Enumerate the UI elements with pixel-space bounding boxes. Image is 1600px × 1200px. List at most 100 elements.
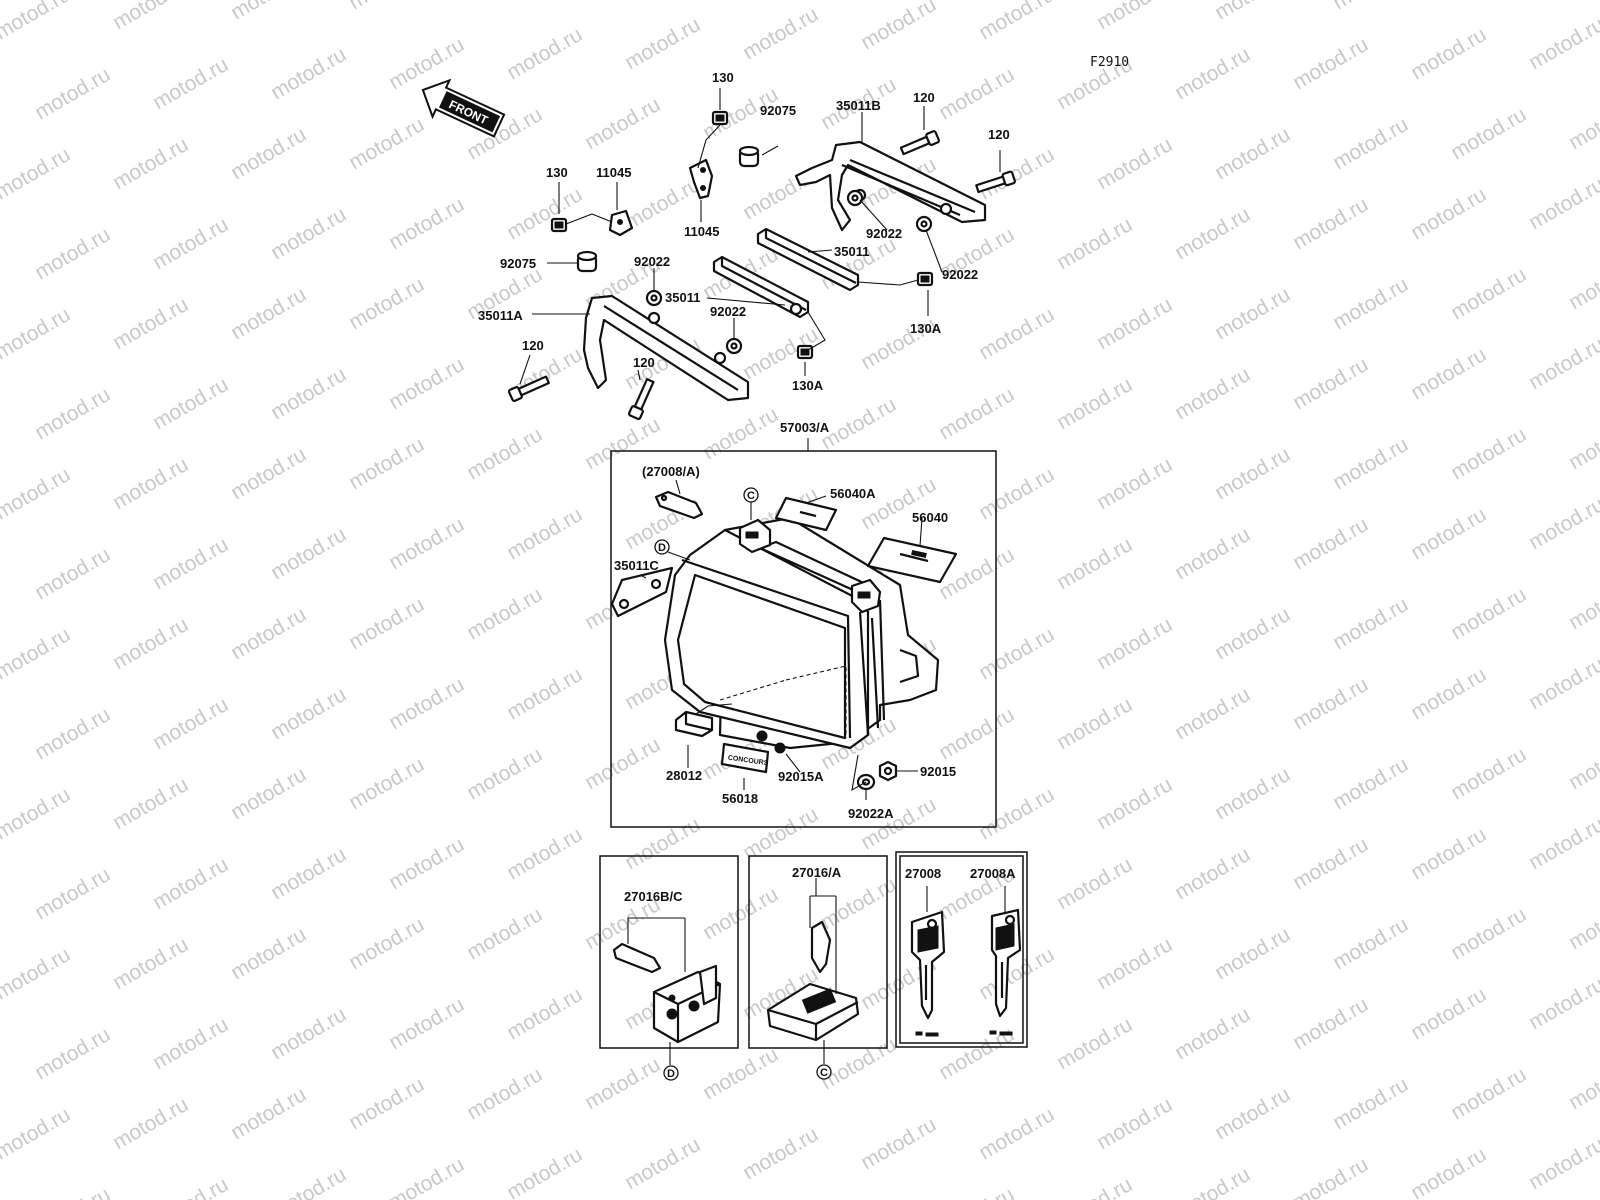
watermark-text: motod.ru [1525,653,1600,714]
callout-d-main: D [654,539,670,555]
watermark-text: motod.ru [227,0,310,24]
watermark-text: motod.ru [975,463,1058,524]
key-code-marks [915,1030,1013,1037]
nut-92015 [878,760,898,782]
watermark-text: motod.ru [1289,833,1372,894]
watermark-text: motod.ru [699,403,782,464]
label-28012: 28012 [666,768,702,783]
label-56040a: 56040A [830,486,876,501]
watermark-text: motod.ru [109,773,192,834]
watermark-text: motod.ru [1211,283,1294,344]
bolt-130a-lower [796,344,814,360]
watermark-text: motod.ru [0,463,74,524]
washer-92022-d [915,215,933,233]
watermark-text: motod.ru [975,1103,1058,1164]
watermark-text: motod.ru [503,663,586,724]
watermark-text: motod.ru [345,433,428,494]
label-92022-a: 92022 [634,254,670,269]
watermark-text: motod.ru [935,383,1018,444]
label-130a-right: 130A [910,321,942,336]
watermark-text: motod.ru [1211,0,1294,24]
watermark-text: motod.ru [31,223,114,284]
svg-text:D: D [667,1068,675,1080]
watermark-text: motod.ru [31,703,114,764]
watermark-text: motod.ru [31,383,114,444]
washer-92022-c [846,189,864,207]
watermark-text: motod.ru [1565,573,1600,634]
label-11045-right: 11045 [684,224,719,239]
watermark-text: motod.ru [0,0,74,44]
watermark-text: motod.ru [227,923,310,984]
bolt-130-upper [711,110,729,126]
watermark-text: motod.ru [1289,353,1372,414]
watermark-text: motod.ru [1565,893,1600,954]
watermark-text: motod.ru [227,763,310,824]
label-27008a-paren: (27008/A) [642,464,700,479]
watermark-text: motod.ru [1053,373,1136,434]
watermark-text: motod.ru [975,143,1058,204]
watermark-text: motod.ru [1093,133,1176,194]
watermark-text: motod.ru [1525,173,1600,234]
key-box-27008 [895,851,1028,1048]
svg-text:D: D [658,542,666,554]
watermark-text: motod.ru [935,1183,1018,1200]
nut-92015a-b [774,742,786,754]
watermark-text: motod.ru [1093,1093,1176,1154]
watermark-text: motod.ru [1525,333,1600,394]
watermark-text: motod.ru [1329,913,1412,974]
svg-text:C: C [820,1067,828,1079]
watermark-text: motod.ru [385,33,468,94]
watermark-text: motod.ru [503,983,586,1044]
watermark-text: motod.ru [739,3,822,64]
key-box-27008-inner [899,855,1024,1044]
watermark-text: motod.ru [1407,663,1490,724]
watermark-text: motod.ru [1525,813,1600,874]
watermark-text: motod.ru [857,1113,940,1174]
watermark-text: motod.ru [267,523,350,584]
watermark-text: motod.ru [267,43,350,104]
watermark-text: motod.ru [1053,693,1136,754]
label-130a-lower: 130A [792,378,824,393]
label-120-d: 120 [633,355,655,370]
watermark-text: motod.ru [1329,593,1412,654]
watermark-text: motod.ru [857,793,940,854]
watermark-text: motod.ru [463,583,546,644]
watermark-text: motod.ru [345,753,428,814]
plate-35011c [610,566,674,618]
watermark-text: motod.ru [1289,673,1372,734]
pannier-case [663,516,940,750]
watermark-text: motod.ru [1447,743,1530,804]
watermark-text: motod.ru [0,943,74,1004]
watermark-text: motod.ru [1211,763,1294,824]
watermark-text: motod.ru [1093,933,1176,994]
label-35011-upper: 35011 [834,244,869,259]
watermark-text: motod.ru [385,833,468,894]
watermark-text: motod.ru [1329,753,1412,814]
watermark-text: motod.ru [581,733,664,794]
lock-box-27016a [748,855,888,1049]
pannier-frame [610,450,997,828]
figure-code: F2910 [1090,55,1129,70]
watermark-text: motod.ru [1289,513,1372,574]
watermark-text: motod.ru [621,13,704,74]
watermark-text: motod.ru [503,823,586,884]
label-11045-left: 11045 [596,165,631,180]
watermark-text: motod.ru [935,703,1018,764]
part-labels: 130 92075 35011B 120 120 130 11045 11045… [478,70,1016,904]
watermark-text: motod.ru [1053,1013,1136,1074]
watermark-text: motod.ru [1093,613,1176,674]
watermark-text: motod.ru [463,1063,546,1124]
watermark-text: motod.ru [935,63,1018,124]
watermark-text: motod.ru [227,283,310,344]
watermark-text: motod.ru [385,1153,468,1200]
watermark-text: motod.ru [581,93,664,154]
label-27016bc: 27016B/C [624,889,683,904]
watermark-text: motod.ru [109,933,192,994]
watermark-text: motod.ru [345,913,428,974]
watermark-text: motod.ru [109,133,192,194]
label-35011b: 35011B [836,98,881,113]
watermark-text: motod.ru [267,203,350,264]
watermark-text: motod.ru [385,513,468,574]
watermark-text: motod.ru [1447,0,1530,4]
